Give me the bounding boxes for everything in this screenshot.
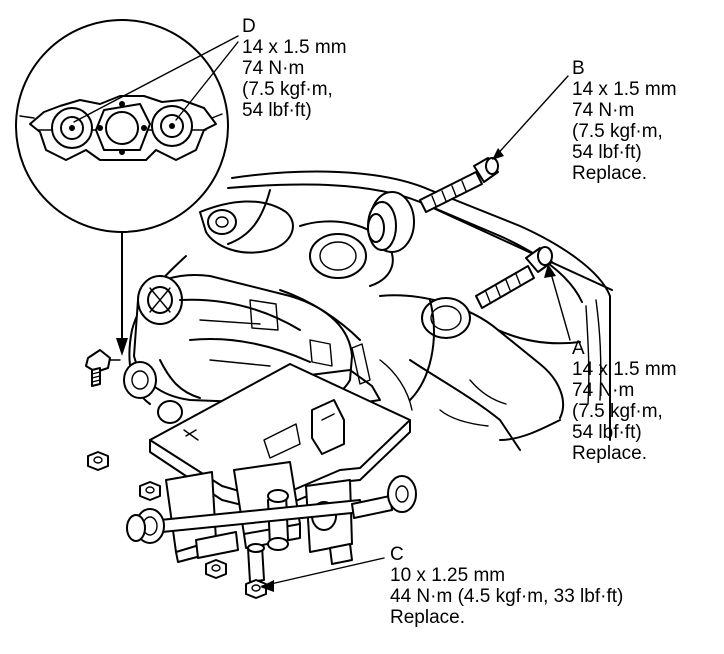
callout-d: D 14 x 1.5 mm 74 N·m (7.5 kgf·m, 54 lbf·…: [242, 16, 347, 121]
callout-a: A 14 x 1.5 mm 74 N·m (7.5 kgf·m, 54 lbf·…: [572, 338, 677, 464]
callout-a-torque-nm: 74 N·m: [572, 380, 635, 401]
callout-c: C 10 x 1.25 mm 44 N·m (4.5 kgf·m, 33 lbf…: [390, 544, 623, 628]
upper-mount-bushing: [367, 191, 415, 253]
callout-b-torque-nm: 74 N·m: [572, 100, 635, 121]
callout-b-size: 14 x 1.5 mm: [572, 79, 677, 100]
bolt-b: [419, 157, 499, 213]
callout-a-size: 14 x 1.5 mm: [572, 359, 677, 380]
callout-d-size: 14 x 1.5 mm: [242, 37, 347, 58]
callout-d-torque-nm: 74 N·m: [242, 58, 305, 79]
callout-a-letter: A: [572, 338, 585, 359]
bolt-d-in-place: [85, 349, 121, 387]
callout-b: B 14 x 1.5 mm 74 N·m (7.5 kgf·m, 54 lbf·…: [572, 58, 677, 184]
callout-d-torque-lbfft: 54 lbf·ft): [242, 100, 312, 121]
callout-b-torque-kgfm: (7.5 kgf·m,: [572, 121, 663, 142]
callout-c-replace: Replace.: [390, 607, 465, 628]
callout-d-torque-kgfm: (7.5 kgf·m,: [242, 79, 333, 100]
callout-a-torque-kgfm: (7.5 kgf·m,: [572, 401, 663, 422]
mount-bracket: [149, 363, 411, 513]
callout-c-size: 10 x 1.25 mm: [390, 565, 506, 586]
callout-a-torque-lbfft: 54 lbf·ft): [572, 422, 642, 443]
leader-lines: [73, 35, 571, 587]
callout-c-letter: C: [390, 544, 404, 565]
leader-arrowheads: [260, 148, 556, 592]
detail-circle: [15, 19, 229, 233]
lower-mount: [126, 461, 417, 583]
callout-c-torque: 44 N·m (4.5 kgf·m, 33 lbf·ft): [390, 586, 624, 607]
bolt-a: [475, 246, 553, 309]
loose-nuts: [87, 451, 267, 599]
callout-b-torque-lbfft: 54 lbf·ft): [572, 142, 642, 163]
callout-b-replace: Replace.: [572, 163, 647, 184]
callout-a-replace: Replace.: [572, 443, 647, 464]
callout-d-letter: D: [242, 16, 256, 37]
callout-b-letter: B: [572, 58, 585, 79]
